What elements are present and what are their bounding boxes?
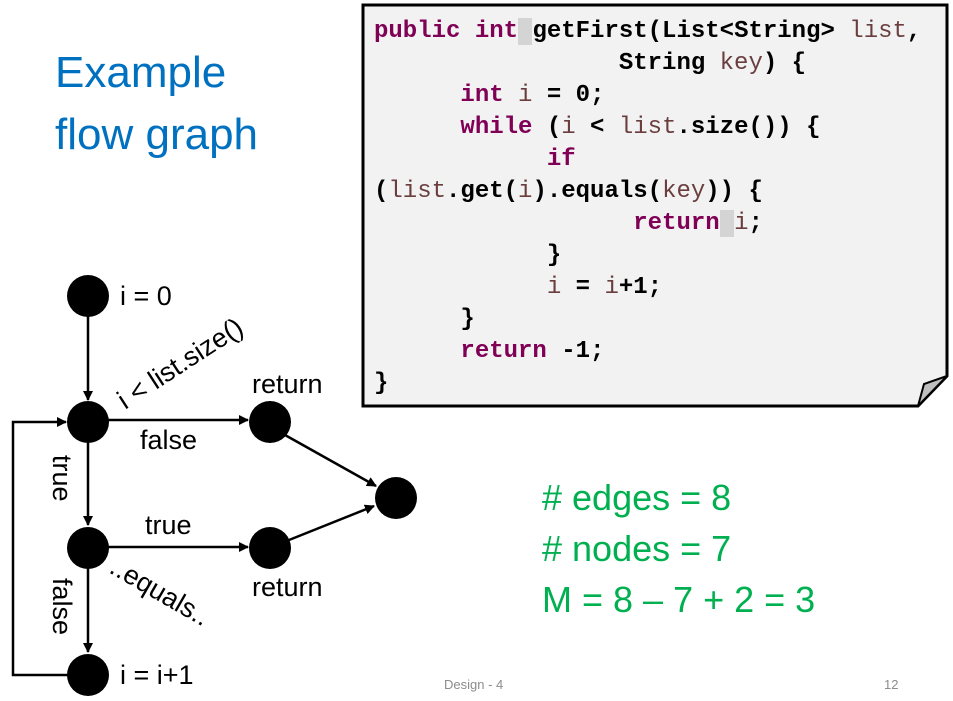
- cyclomatic-complexity: M = 8 – 7 + 2 = 3: [542, 579, 816, 620]
- label-loop-true: true: [47, 455, 77, 502]
- code-token: i: [604, 274, 619, 301]
- code-note-box: [361, 3, 949, 408]
- code-token: }: [374, 370, 389, 397]
- code-token: key: [662, 178, 706, 205]
- label-loop-false: false: [140, 425, 197, 455]
- node-return-top: [249, 401, 291, 443]
- code-line: return -1;: [374, 336, 921, 368]
- complexity-stats: # edges = 8 # nodes = 7 M = 8 – 7 + 2 = …: [542, 472, 815, 625]
- label-loop-condition: i < list.size(): [112, 312, 249, 415]
- edges-count: # edges = 8: [542, 477, 732, 518]
- code-line: (list.get(i).equals(key)) {: [374, 176, 921, 208]
- code-token: (: [532, 114, 562, 141]
- label-return-bottom: return: [252, 572, 323, 602]
- code-token: list: [618, 114, 677, 141]
- code-token: String: [374, 50, 720, 77]
- code-token: i: [561, 114, 576, 141]
- code-token: i: [518, 82, 533, 109]
- node-return-bottom: [249, 527, 291, 569]
- code-token: -1;: [546, 338, 605, 365]
- code-line: int i = 0;: [374, 80, 921, 112]
- nodes-count: # nodes = 7: [542, 528, 732, 569]
- code-line: public int getFirst(List<String> list,: [374, 16, 921, 48]
- code-token: = 0;: [532, 82, 605, 109]
- page-number: 12: [884, 677, 899, 692]
- code-token: while: [460, 114, 533, 141]
- code-token: return: [460, 338, 547, 365]
- code-token: +1;: [618, 274, 663, 301]
- code-token: )) {: [705, 178, 763, 205]
- edge-return-top-to-exit: [284, 433, 377, 488]
- code-token: [719, 210, 735, 237]
- code-line: }: [374, 368, 921, 400]
- code-token: <: [575, 114, 619, 141]
- label-if-condition: ..equals..: [105, 551, 215, 632]
- node-if: [67, 527, 109, 569]
- code-token: list: [388, 178, 447, 205]
- code-line: while (i < list.size()) {: [374, 112, 921, 144]
- title-line-2: flow graph: [55, 110, 259, 159]
- edge-loop-back: [11, 417, 68, 677]
- code-token: i: [546, 274, 562, 301]
- code-line: i = i+1;: [374, 272, 921, 304]
- code-token: getFirst(List<String>: [532, 18, 850, 45]
- edge-return-bottom-to-exit: [288, 504, 375, 542]
- code-token: i: [734, 210, 749, 237]
- node-loop: [67, 401, 109, 443]
- code-line: }: [374, 240, 921, 272]
- code-snippet: public int getFirst(List<String> list, S…: [374, 16, 921, 400]
- code-token: public int: [374, 18, 519, 45]
- code-line: if: [374, 144, 921, 176]
- label-return-top: return: [252, 369, 323, 399]
- code-token: .get(: [446, 178, 519, 205]
- page-curl-icon: [917, 375, 948, 407]
- code-token: list: [849, 18, 907, 45]
- code-token: i: [518, 178, 533, 205]
- code-token: int: [460, 82, 504, 109]
- code-line: String key) {: [374, 48, 921, 80]
- label-start: i = 0: [120, 281, 172, 311]
- code-token: }: [374, 306, 475, 333]
- code-token: key: [719, 50, 763, 77]
- code-token: if: [546, 146, 576, 173]
- label-if-true: true: [145, 510, 192, 540]
- code-token: ).equals(: [532, 178, 663, 205]
- code-line: }: [374, 304, 921, 336]
- node-start: [67, 275, 109, 317]
- code-token: =: [561, 274, 605, 301]
- code-token: }: [374, 242, 562, 269]
- slide-title: Example flow graph: [55, 42, 258, 166]
- code-token: ) {: [762, 50, 807, 77]
- title-line-1: Example: [55, 48, 227, 97]
- label-if-false: false: [47, 578, 77, 635]
- node-exit: [375, 477, 417, 519]
- code-token: [518, 18, 533, 45]
- code-token: .size()) {: [676, 114, 821, 141]
- code-token: return: [633, 210, 720, 237]
- code-token: ,: [906, 18, 922, 45]
- label-increment: i = i+1: [120, 660, 194, 690]
- code-token: ;: [748, 210, 763, 237]
- footer-text: Design - 4: [444, 677, 504, 692]
- node-increment: [67, 654, 109, 696]
- code-token: (: [374, 178, 389, 205]
- code-line: return i;: [374, 208, 921, 240]
